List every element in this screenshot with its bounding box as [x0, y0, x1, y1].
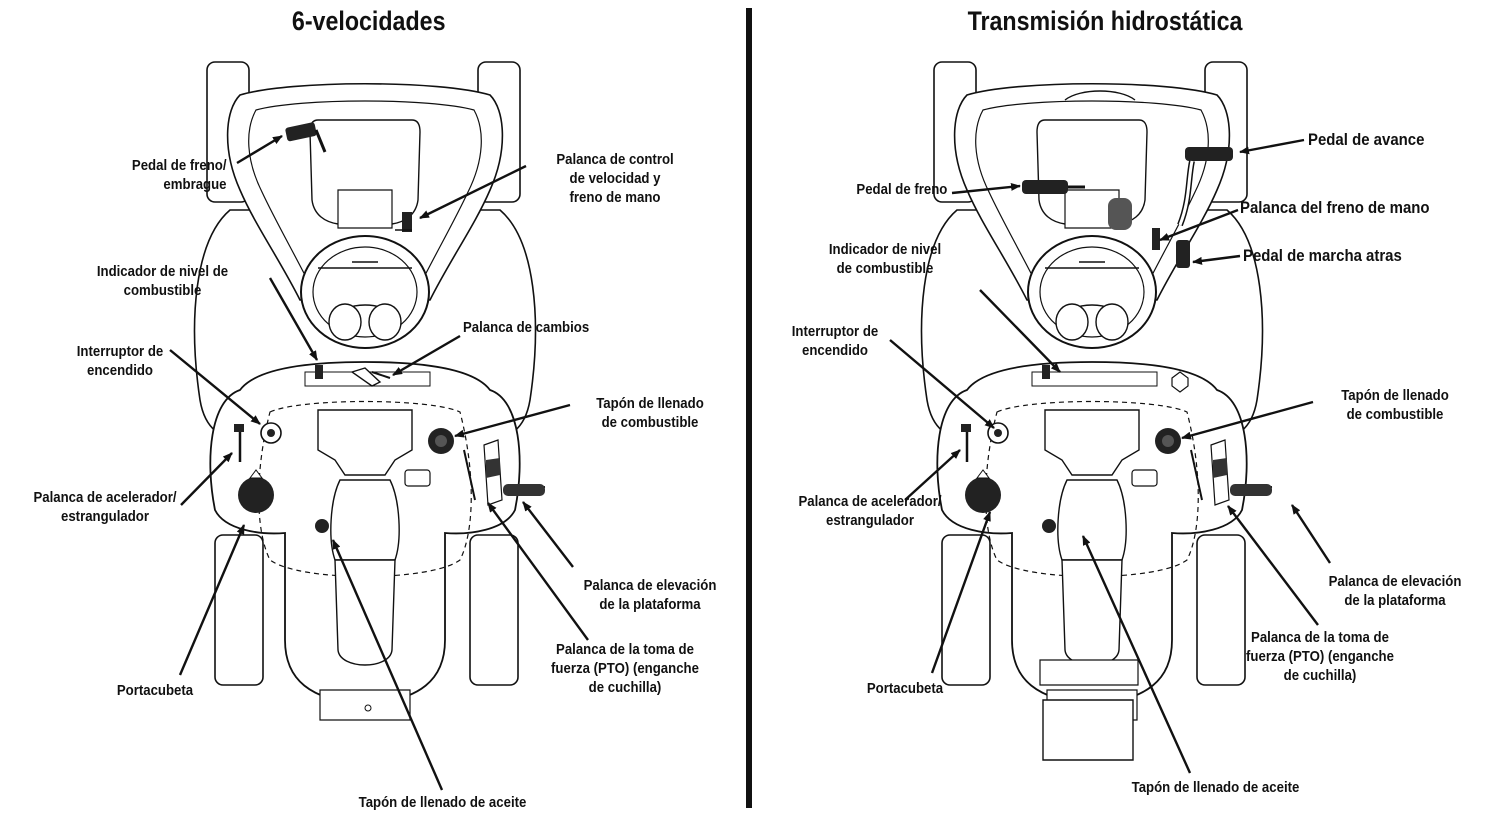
label-ignition-switch: Interruptor de encendido [76, 343, 164, 379]
right-callout-arrows [889, 138, 1332, 774]
forward-pedal-icon [1177, 147, 1233, 227]
left-tractor [193, 60, 547, 722]
label-oil-fill-cap-hydro: Tapón de llenado de aceite [1131, 779, 1300, 796]
label-ignition-switch-hydro: Interruptor de encendido [791, 323, 879, 359]
left-callout-arrows [169, 134, 589, 791]
label-brake-clutch-pedal: Pedal de freno/ embrague [132, 157, 227, 193]
label-fuel-cap: Tapón de llenado de combustible [596, 395, 704, 431]
panel-divider [746, 8, 752, 808]
brake-clutch-pedal-icon [285, 122, 327, 153]
label-fuel-gauge-hydro: Indicador de nivel de combustible [828, 241, 942, 277]
reverse-pedal-icon [1176, 240, 1190, 268]
label-cup-holder: Portacubeta [116, 682, 194, 699]
label-throttle-choke: Palanca de acelerador/ estrangulador [33, 489, 177, 525]
label-fuel-cap-hydro: Tapón de llenado de combustible [1341, 387, 1449, 423]
left-panel-title: 6-velocidades [291, 6, 446, 36]
label-cup-holder-hydro: Portacubeta [866, 680, 944, 697]
label-throttle-choke-hydro: Palanca de acelerador/ estrangulador [798, 493, 942, 529]
brake-pedal-icon [1022, 180, 1085, 194]
right-panel-title: Transmisión hidrostática [967, 6, 1243, 36]
label-deck-lift-lever: Palanca de elevación de la plataforma [583, 577, 717, 613]
label-reverse-pedal: Pedal de marcha atras [1243, 246, 1402, 265]
label-fuel-gauge: Indicador de nivel de combustible [96, 263, 229, 299]
label-oil-fill-cap: Tapón de llenado de aceite [358, 794, 527, 811]
label-pto-lever: Palanca de la toma de fuerza (PTO) (enga… [551, 641, 699, 696]
parking-brake-lever-icon [1152, 228, 1160, 250]
speed-control-lever-icon [395, 212, 412, 232]
label-brake-pedal: Pedal de freno [856, 181, 947, 198]
label-forward-pedal: Pedal de avance [1308, 130, 1425, 149]
label-parking-brake-lever: Palanca del freno de mano [1240, 198, 1430, 217]
label-pto-lever-hydro: Palanca de la toma de fuerza (PTO) (enga… [1246, 629, 1394, 684]
label-deck-lift-lever-hydro: Palanca de elevación de la plataforma [1328, 573, 1462, 609]
right-tractor [920, 60, 1274, 761]
label-speed-control-lever: Palanca de control de velocidad y freno … [556, 151, 674, 206]
label-shift-lever: Palanca de cambios [463, 319, 590, 336]
shift-lever-icon [350, 367, 391, 387]
